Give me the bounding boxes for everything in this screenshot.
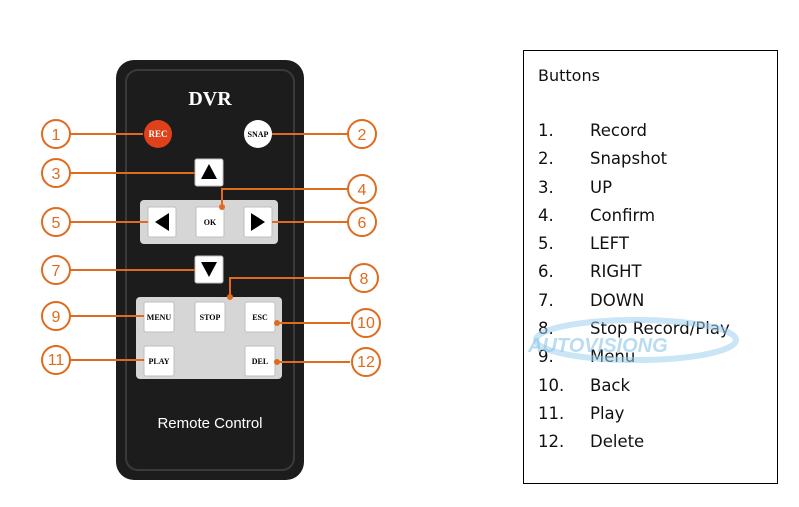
legend-title: Buttons (538, 66, 600, 85)
rec-button-label: REC (148, 129, 167, 139)
callout-10-circle (351, 308, 381, 338)
legend-item-number: 10. (538, 375, 565, 395)
legend-item-number: 5. (538, 234, 554, 254)
callout-7-circle (41, 255, 71, 285)
legend-item: 5. LEFT (538, 234, 730, 262)
callout-4: 4 (358, 182, 367, 199)
ok-button[interactable] (195, 206, 225, 238)
legend-item: 3. UP (538, 178, 730, 206)
callout-2: 2 (358, 127, 367, 144)
esc-button-label: ESC (252, 313, 268, 322)
legend-item-label: Record (590, 121, 648, 140)
legend-item: 12. Delete (538, 432, 730, 460)
legend-item-label: RIGHT (590, 262, 642, 282)
legend-panel: Buttons 1. Record 2. Snapshot 3. UP 4. Confi… (523, 50, 778, 484)
callout-6: 6 (358, 215, 367, 232)
callout-5: 5 (52, 215, 61, 232)
callout-3: 3 (52, 166, 61, 183)
callout-12-circle (351, 347, 381, 377)
leader-line-4 (221, 188, 348, 207)
down-arrow-icon (201, 262, 217, 277)
ok-button-label: OK (204, 218, 217, 227)
callout-7: 7 (52, 263, 61, 280)
snap-button[interactable] (244, 120, 272, 148)
callout-6-circle (347, 207, 377, 237)
legend-item-number: 4. (538, 205, 554, 225)
legend-item-label: Back (590, 375, 631, 395)
callout-2-circle (347, 119, 377, 149)
callout-9: 9 (52, 309, 61, 326)
leader-dot-10 (274, 320, 280, 326)
leader-dot-12 (274, 359, 280, 365)
legend-item-label: Confirm (590, 205, 656, 225)
legend-item-label: Stop Record/Play (590, 319, 730, 339)
stop-button[interactable] (194, 301, 226, 333)
legend-item-label: DOWN (590, 290, 645, 310)
legend-item: 6. RIGHT (538, 262, 730, 290)
legend-item: 11. Play (538, 404, 730, 432)
remote-footer: Remote Control (157, 415, 262, 432)
leader-line-8 (229, 277, 350, 297)
legend-item: 7. DOWN (538, 291, 730, 319)
up-arrow-icon (201, 164, 217, 179)
leader-dot-8 (227, 294, 233, 300)
right-arrow-icon (251, 213, 265, 231)
legend-item-label: Play (590, 403, 625, 423)
menu-button-label: MENU (147, 313, 172, 322)
legend-item-number: 1. (538, 121, 554, 140)
callout-8-circle (349, 263, 379, 293)
callout-10: 10 (357, 315, 375, 332)
snap-button-label: SNAP (248, 130, 269, 139)
callout-1: 1 (52, 127, 61, 144)
play-button-label: PLAY (148, 357, 169, 366)
legend-item-number: 9. (538, 347, 554, 367)
legend-item: 1. Record (538, 121, 730, 149)
del-button-label: DEL (252, 357, 268, 366)
legend-item: 10. Back (538, 376, 730, 404)
legend-list: 1. Record 2. Snapshot 3. UP 4. Confirm 5. LEF… (538, 121, 730, 461)
legend-item-label: UP (590, 177, 613, 197)
legend-item-label: Delete (590, 432, 645, 452)
callout-9-circle (41, 301, 71, 331)
legend-item-number: 12. (538, 432, 565, 452)
leader-dot-4 (219, 204, 225, 210)
legend-item-number: 7. (538, 290, 554, 310)
remote-title: DVR (188, 88, 232, 110)
legend-item: 8. Stop Record/Play (538, 319, 730, 347)
legend-item-label: LEFT (590, 234, 629, 254)
callout-5-circle (41, 207, 71, 237)
remote-diagram: DVR REC SNAP OK MENU STOP ESC PLAY DEL R… (41, 60, 381, 480)
callout-11: 11 (48, 352, 65, 369)
legend-item: 2. Snapshot (538, 149, 730, 177)
legend-item-number: 2. (538, 149, 554, 169)
rec-button[interactable] (144, 120, 172, 148)
left-arrow-icon (155, 213, 169, 231)
callout-4-circle (347, 174, 377, 204)
legend-item-number: 11. (538, 403, 565, 423)
legend-item: 9. Menu (538, 347, 730, 375)
callout-3-circle (41, 158, 71, 188)
stop-button-label: STOP (200, 313, 221, 322)
callout-8: 8 (360, 271, 369, 288)
legend-item-number: 6. (538, 262, 554, 282)
legend-item: 4. Confirm (538, 206, 730, 234)
legend-item-label: Menu (590, 347, 636, 367)
callout-11-circle (41, 345, 71, 375)
legend-item-number: 3. (538, 177, 554, 197)
callout-12: 12 (357, 354, 375, 371)
legend-item-label: Snapshot (590, 149, 668, 169)
callout-1-circle (41, 119, 71, 149)
legend-item-number: 8. (538, 319, 554, 339)
esc-button[interactable] (244, 301, 276, 333)
